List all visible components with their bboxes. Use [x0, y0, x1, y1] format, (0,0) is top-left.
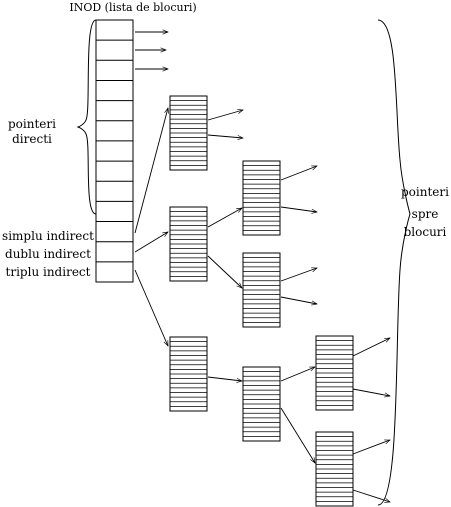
single-indirect-label: simplu indirect: [2, 229, 94, 243]
triple-indirect-level2-block: [242, 366, 281, 442]
inode-table: [95, 19, 134, 283]
single-indirect-arrow: [134, 107, 170, 234]
pointer-arrows: [134, 29, 391, 503]
data-block-arrow: [352, 388, 391, 398]
inode-title: INOD (lista de blocuri): [69, 1, 196, 14]
triple-indirect-level3-block-b: [315, 431, 354, 507]
double-indirect-level1-block: [169, 206, 208, 282]
svg-text:pointeri: pointeri: [8, 117, 56, 131]
data-block-arrow: [352, 337, 391, 357]
double-indirect-arrow: [134, 231, 169, 253]
third-level-arrow: [280, 407, 316, 464]
triple-indirect-arrow: [134, 269, 169, 347]
direct-pointers-brace: [76, 19, 97, 215]
double-indirect-level2-block-b: [242, 252, 281, 328]
block-pointers-brace: [377, 19, 411, 506]
triple-indirect-level1-block: [169, 336, 208, 412]
svg-text:blocuri: blocuri: [404, 225, 447, 239]
svg-text:pointeri: pointeri: [401, 185, 449, 199]
data-block-arrow: [280, 267, 318, 282]
data-block-arrow: [280, 296, 318, 306]
triple-indirect-level3-block-a: [315, 335, 354, 411]
data-block-arrow: [207, 134, 244, 141]
second-level-arrow: [207, 376, 243, 383]
data-block-arrow: [352, 489, 391, 503]
direct-pointers-label: pointeri directi: [8, 117, 56, 146]
inode-border: [95, 19, 134, 283]
second-level-arrow: [207, 255, 243, 289]
second-level-arrow: [207, 207, 243, 228]
svg-text:directi: directi: [12, 132, 52, 146]
block-pointers-label: pointeri spre blocuri: [401, 185, 449, 239]
indirect-blocks: [169, 95, 354, 507]
double-indirect-level2-block-a: [242, 160, 281, 236]
third-level-arrow: [280, 366, 316, 382]
data-block-arrow: [280, 206, 318, 214]
double-indirect-label: dublu indirect: [5, 247, 91, 261]
svg-text:spre: spre: [412, 207, 439, 221]
data-block-arrow: [352, 439, 391, 455]
data-block-arrow: [207, 109, 244, 121]
triple-indirect-label: triplu indirect: [6, 265, 91, 279]
single-indirect-block: [169, 95, 208, 171]
data-block-arrow: [280, 165, 318, 181]
